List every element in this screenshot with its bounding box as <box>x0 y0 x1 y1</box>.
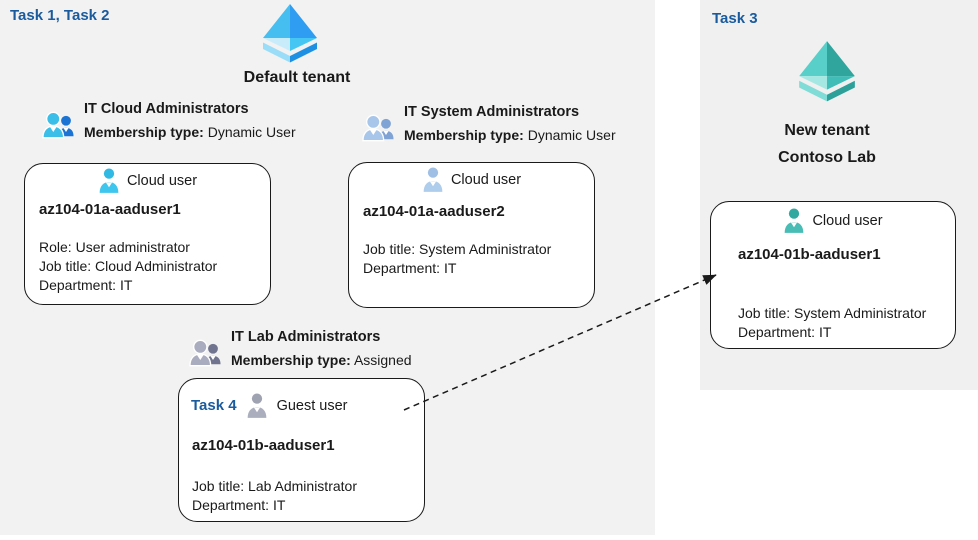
field-department: Department: IT <box>363 260 457 276</box>
azure-ad-tenant-icon-teal <box>794 40 860 107</box>
task-4-label: Task 4 <box>191 397 237 414</box>
membership-label: Membership type: <box>404 127 524 143</box>
user-name: az104-01b-aaduser1 <box>738 246 881 263</box>
user-fields: Job title: Lab Administrator Department:… <box>192 477 357 515</box>
card-header: Task 4 Guest user <box>191 392 348 419</box>
field-job-title: Job title: System Administrator <box>363 241 552 257</box>
field-department: Department: IT <box>39 277 133 293</box>
azure-ad-tenant-icon-blue <box>258 3 322 68</box>
group-it-cloud-administrators: IT Cloud Administrators Membership type:… <box>42 101 296 140</box>
membership-value: Dynamic User <box>207 124 296 140</box>
task-3-label: Task 3 <box>712 10 758 27</box>
user-type-label: Cloud user <box>126 172 198 189</box>
group-name: IT Lab Administrators <box>231 329 381 345</box>
user-name: az104-01a-aaduser1 <box>39 201 181 218</box>
group-name: IT Cloud Administrators <box>84 101 249 117</box>
field-job-title: Job title: System Administrator <box>738 305 927 321</box>
group-membership: Membership type: Dynamic User <box>84 124 296 140</box>
user-card-az104-01a-aaduser2: Cloud user az104-01a-aaduser2 Job title:… <box>348 162 595 308</box>
cloud-user-icon <box>99 168 119 193</box>
user-fields: Job title: System Administrator Departme… <box>738 304 926 342</box>
field-department: Department: IT <box>738 324 832 340</box>
task-1-2-label: Task 1, Task 2 <box>10 7 110 24</box>
group-text: IT System Administrators Membership type… <box>404 104 616 143</box>
user-name: az104-01b-aaduser1 <box>192 437 335 454</box>
new-tenant-title-line1: New tenant <box>784 122 870 139</box>
user-fields: Job title: System Administrator Departme… <box>363 240 551 278</box>
membership-label: Membership type: <box>84 124 204 140</box>
group-it-lab-administrators: IT Lab Administrators Membership type: A… <box>189 329 412 368</box>
people-group-icon-blue <box>42 111 74 139</box>
default-tenant-title: Default tenant <box>243 69 351 86</box>
card-header: Cloud user <box>711 207 955 234</box>
user-name: az104-01a-aaduser2 <box>363 203 505 220</box>
membership-label: Membership type: <box>231 352 351 368</box>
user-type-label: Cloud user <box>450 171 522 188</box>
user-fields: Role: User administrator Job title: Clou… <box>39 238 217 295</box>
people-group-icon-lightblue <box>362 114 394 142</box>
card-header: Cloud user <box>349 166 594 193</box>
group-text: IT Lab Administrators Membership type: A… <box>231 329 412 368</box>
field-job-title: Job title: Cloud Administrator <box>39 258 218 274</box>
user-type-label: Guest user <box>276 397 348 414</box>
new-tenant-title-line2: Contoso Lab <box>778 149 876 166</box>
field-job-title: Job title: Lab Administrator <box>192 478 357 494</box>
field-role: Role: User administrator <box>39 239 190 255</box>
membership-value: Assigned <box>353 352 412 368</box>
membership-value: Dynamic User <box>527 127 616 143</box>
group-membership: Membership type: Assigned <box>231 352 412 368</box>
group-membership: Membership type: Dynamic User <box>404 127 616 143</box>
guest-user-icon <box>247 393 266 418</box>
user-card-az104-01b-aaduser1-new-tenant: Cloud user az104-01b-aaduser1 Job title:… <box>710 201 956 349</box>
group-it-system-administrators: IT System Administrators Membership type… <box>362 104 616 143</box>
card-header: Cloud user <box>25 167 270 194</box>
guest-user-card-az104-01b-aaduser1: Task 4 Guest user az104-01b-aaduser1 Job… <box>178 378 425 522</box>
user-card-az104-01a-aaduser1: Cloud user az104-01a-aaduser1 Role: User… <box>24 163 271 305</box>
field-department: Department: IT <box>192 497 286 513</box>
people-group-icon-gray <box>189 339 221 367</box>
cloud-user-icon <box>423 167 443 192</box>
user-type-label: Cloud user <box>812 212 883 229</box>
group-text: IT Cloud Administrators Membership type:… <box>84 101 296 140</box>
group-name: IT System Administrators <box>404 104 580 120</box>
cloud-user-icon <box>785 208 804 233</box>
